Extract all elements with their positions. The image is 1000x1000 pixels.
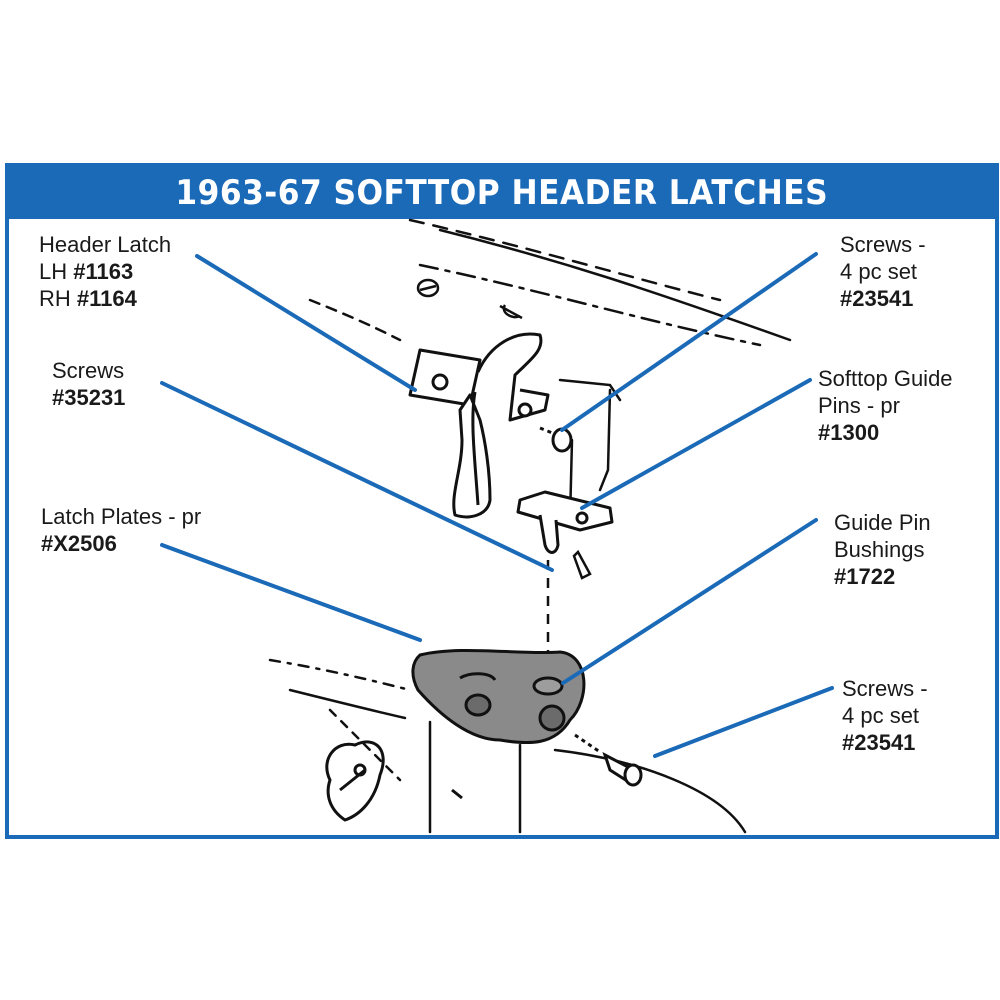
label-screws-bottom-right-line2: 4 pc set <box>842 703 920 728</box>
label-header-latch-lh: LH #1163 <box>39 258 171 285</box>
label-header-latch-rh: RH #1164 <box>39 285 171 312</box>
diagram-title: 1963-67 SOFTTOP HEADER LATCHES <box>175 173 829 213</box>
label-screws-left: Screws #35231 <box>52 357 125 411</box>
top-screws <box>416 278 523 320</box>
label-screws-bottom-right: Screws - 4 pc set #23541 <box>842 675 928 756</box>
label-guide-pins: Softtop Guide Pins - pr #1300 <box>818 365 953 446</box>
top-right-screw <box>539 426 573 453</box>
part-number-guide-pins: #1300 <box>818 420 880 445</box>
leader-screws-top-right <box>560 252 818 432</box>
label-header-latch-line1: Header Latch <box>39 232 172 257</box>
leader-header-latch <box>195 254 417 392</box>
part-number-screws-bottom-right: #23541 <box>842 730 916 755</box>
leader-lines <box>160 252 834 758</box>
leader-screws-bottom-right <box>653 686 834 758</box>
part-number-screws-top-right: #23541 <box>840 286 914 311</box>
label-guide-pins-line1: Softtop Guide <box>818 366 953 391</box>
lh-prefix: LH <box>39 259 74 284</box>
label-latch-plates-line1: Latch Plates - pr <box>41 504 202 529</box>
label-screws-left-line1: Screws <box>52 358 125 383</box>
header-latch-part <box>408 332 550 519</box>
label-latch-plates: Latch Plates - pr #X2506 <box>41 503 201 557</box>
leader-screws-left <box>160 381 554 572</box>
label-screws-top-right-line2: 4 pc set <box>840 259 918 284</box>
leader-guide-pins <box>580 378 812 510</box>
part-number-latch-plates: #X2506 <box>41 531 117 556</box>
rh-prefix: RH <box>39 286 77 311</box>
leader-bushings <box>561 518 818 685</box>
label-header-latch: Header Latch LH #1163 RH #1164 <box>39 231 171 312</box>
body-outline <box>268 218 792 834</box>
part-number-bushings: #1722 <box>834 564 896 589</box>
part-number-rh: #1164 <box>76 286 137 311</box>
label-guide-pins-line2: Pins - pr <box>818 393 900 418</box>
striker-loop <box>325 740 463 822</box>
part-number-screws-left: #35231 <box>52 385 126 410</box>
label-screws-top-right: Screws - 4 pc set #23541 <box>840 231 926 312</box>
guide-pin-bracket <box>516 490 614 554</box>
bottom-right-screw <box>574 733 643 787</box>
label-bushings: Guide Pin Bushings #1722 <box>834 509 931 590</box>
label-screws-bottom-right-line1: Screws - <box>842 676 928 701</box>
label-bushings-line1: Guide Pin <box>834 510 931 535</box>
leader-latch-plates <box>160 543 422 642</box>
label-screws-top-right-line1: Screws - <box>840 232 926 257</box>
title-bar: 1963-67 SOFTTOP HEADER LATCHES <box>9 167 995 219</box>
part-number-lh: #1163 <box>73 259 134 284</box>
bracket-screw <box>572 549 592 580</box>
latch-plate-part <box>411 648 586 745</box>
label-bushings-line2: Bushings <box>834 537 925 562</box>
